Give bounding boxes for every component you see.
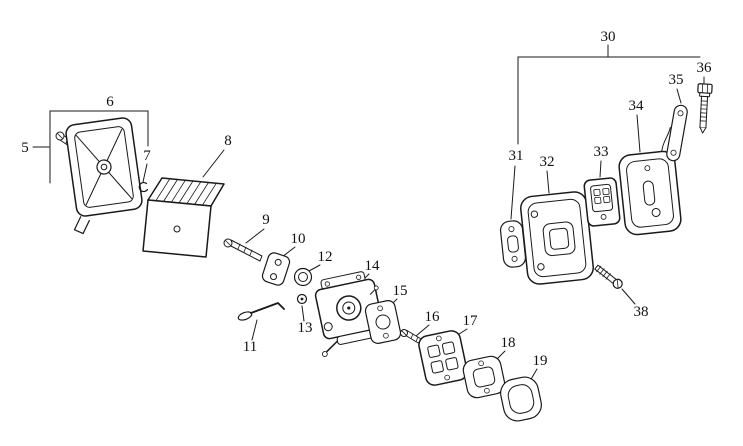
- part-ring-gasket: [500, 376, 542, 422]
- part-label-11: 11: [243, 339, 257, 355]
- part-muffler-screw: [594, 264, 623, 289]
- part-label-36: 36: [697, 60, 713, 76]
- part-air-filter-element: [142, 177, 225, 258]
- part-air-filter-cover: [65, 117, 143, 235]
- part-bracket-strip: [666, 104, 688, 162]
- part-label-13: 13: [298, 320, 313, 336]
- part-label-7: 7: [143, 148, 151, 164]
- part-label-14: 14: [365, 258, 381, 274]
- part-label-35: 35: [669, 72, 684, 88]
- part-spark-arrestor: [583, 177, 621, 227]
- part-muffler-bolt: [697, 83, 713, 134]
- part-label-16: 16: [425, 309, 441, 325]
- part-label-32: 32: [540, 154, 555, 170]
- part-label-17: 17: [463, 313, 479, 329]
- part-label-38: 38: [634, 304, 649, 320]
- part-grommet: [296, 293, 308, 305]
- part-label-30: 30: [601, 29, 616, 45]
- part-label-34: 34: [629, 98, 645, 114]
- part-carburetor: [314, 271, 384, 357]
- part-label-9: 9: [262, 212, 270, 228]
- part-muffler-body: [520, 191, 594, 285]
- part-label-18: 18: [501, 335, 516, 351]
- part-long-screw: [223, 238, 263, 262]
- part-label-6: 6: [106, 94, 114, 110]
- part-label-8: 8: [224, 133, 232, 149]
- part-label-19: 19: [533, 353, 548, 369]
- part-labels: 5 6 7 8 9 10 11 12 13 14 15 16 17 18 19 …: [21, 29, 712, 369]
- part-carb-gasket: [364, 300, 402, 344]
- part-choke-bracket: [261, 252, 291, 286]
- part-label-10: 10: [291, 231, 306, 247]
- filter-hatching: [155, 178, 217, 206]
- part-label-15: 15: [393, 283, 408, 299]
- part-choke-rod: [237, 302, 285, 321]
- part-label-12: 12: [318, 249, 333, 265]
- part-exhaust-gasket: [462, 355, 506, 399]
- part-label-31: 31: [509, 148, 524, 164]
- part-muffler-cover: [618, 127, 682, 236]
- part-insulator-block: [418, 330, 468, 386]
- part-e-clip: [138, 181, 149, 193]
- part-o-ring: [293, 267, 313, 287]
- part-label-5: 5: [21, 140, 29, 156]
- part-label-33: 33: [594, 144, 609, 160]
